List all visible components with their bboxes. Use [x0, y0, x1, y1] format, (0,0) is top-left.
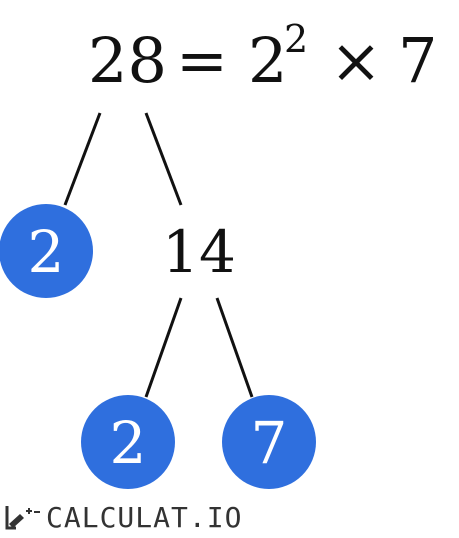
- equation-factor: 7: [398, 24, 437, 97]
- equation-times: ×: [330, 24, 382, 97]
- equation-equals: =: [176, 24, 228, 97]
- prime-node-circle-3: [222, 395, 316, 489]
- prime-node-label-2: 2: [110, 409, 147, 477]
- branch-14-right: [215, 297, 254, 398]
- branch-root-right: [144, 112, 183, 206]
- composite-node-label: 14: [162, 218, 236, 286]
- branch-14-left: [144, 297, 183, 398]
- prime-node-circle-2: [81, 395, 175, 489]
- prime-node-label-3: 7: [251, 409, 288, 477]
- equation-number: 28: [88, 24, 167, 97]
- watermark-text: CALCULAT.IO: [46, 500, 243, 534]
- calculator-pen-icon: [5, 506, 40, 530]
- equation-exponent: 2: [284, 17, 308, 61]
- prime-node-label-1: 2: [28, 218, 65, 286]
- equation-base: 2: [248, 24, 287, 97]
- prime-node-circle-1: [0, 204, 93, 298]
- calculat-io-logo: CALCULAT.IO: [4, 500, 242, 534]
- branch-root-left: [63, 112, 102, 206]
